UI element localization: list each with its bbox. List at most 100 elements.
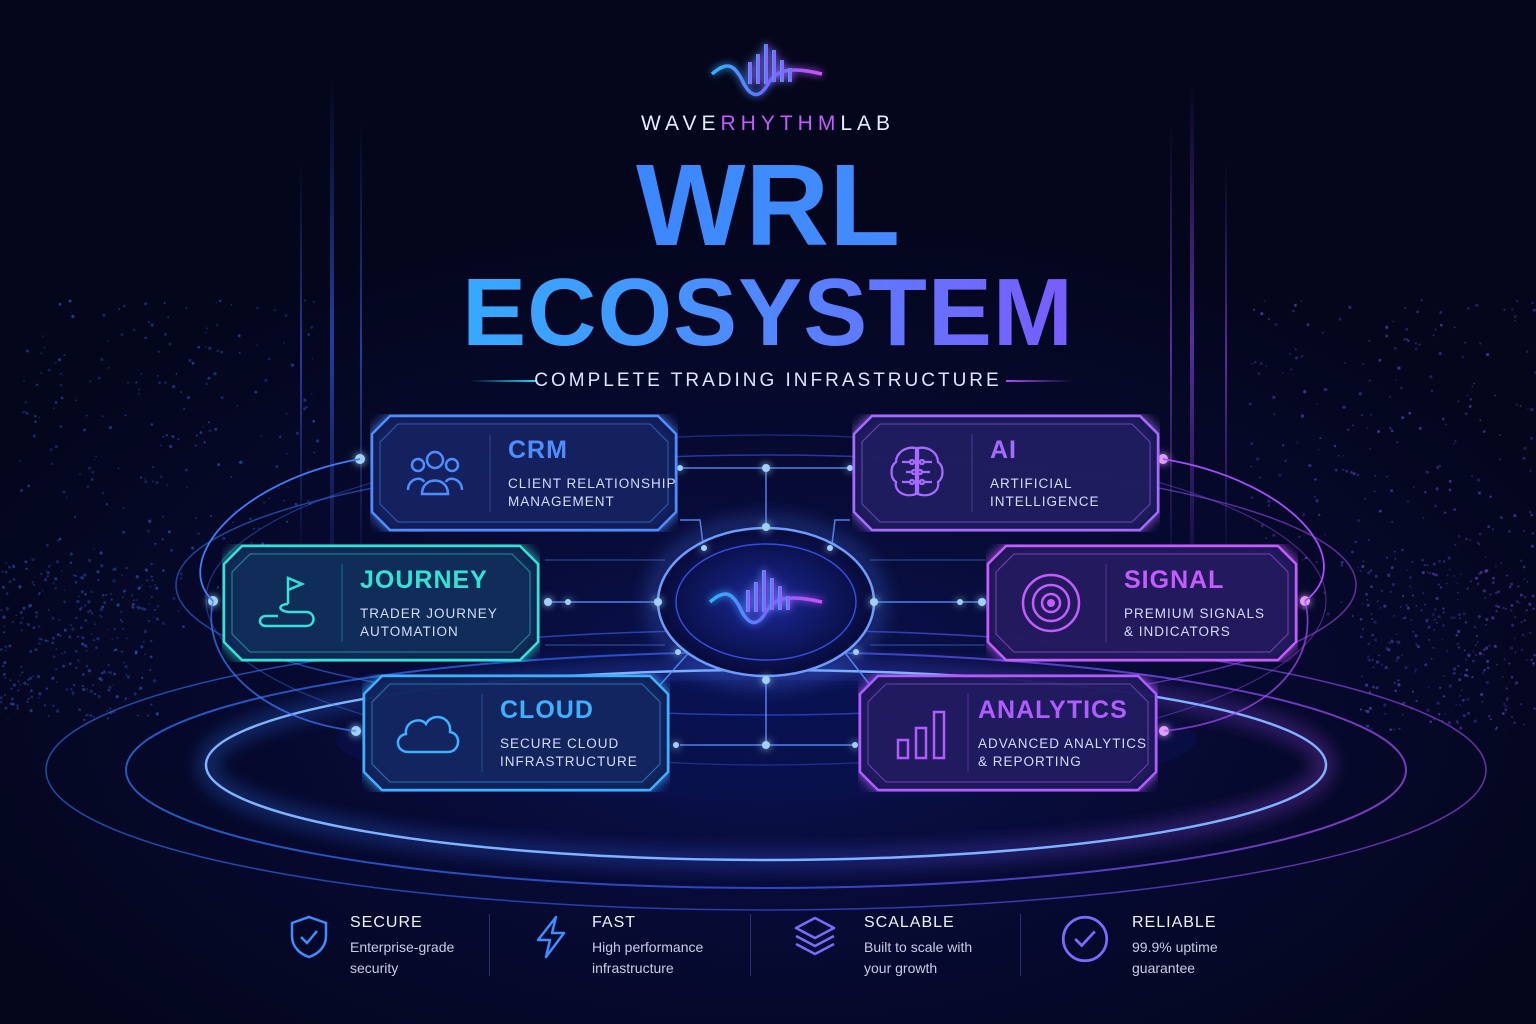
map-dot xyxy=(1515,299,1519,302)
divider-right xyxy=(1006,380,1072,382)
map-dot xyxy=(155,586,159,590)
map-dot xyxy=(44,578,47,582)
map-dot xyxy=(263,501,266,504)
map-dot xyxy=(1379,606,1382,609)
map-dot xyxy=(1411,690,1415,693)
outer-arcs xyxy=(199,458,1325,732)
map-dot xyxy=(27,678,30,681)
map-dot xyxy=(141,676,144,680)
map-dot xyxy=(1337,454,1340,457)
map-dot xyxy=(1397,366,1401,370)
light-beam xyxy=(330,80,334,600)
map-dot xyxy=(1388,641,1391,644)
map-dot xyxy=(52,582,55,584)
map-dot xyxy=(179,577,183,580)
map-dot xyxy=(169,444,173,449)
map-dot xyxy=(68,635,72,639)
map-dot xyxy=(185,306,188,310)
map-dot xyxy=(1295,356,1299,360)
map-dot xyxy=(277,486,280,489)
map-dot xyxy=(1436,465,1440,470)
map-dot xyxy=(1315,499,1319,503)
map-dot xyxy=(38,692,42,696)
map-dot xyxy=(1340,601,1343,604)
map-dot xyxy=(207,376,211,380)
map-dot xyxy=(31,675,35,678)
map-dot xyxy=(1472,650,1475,653)
map-dot xyxy=(184,468,188,472)
map-dot xyxy=(157,350,161,353)
subtitle: COMPLETE TRADING INFRASTRUCTURE xyxy=(534,370,1002,391)
map-dot xyxy=(105,503,109,506)
map-dot xyxy=(1482,589,1487,593)
map-dot xyxy=(33,584,36,586)
map-dot xyxy=(1525,350,1529,353)
map-dot xyxy=(1354,540,1357,544)
module-card-signal[interactable]: SIGNAL PREMIUM SIGNALS & INDICATORS xyxy=(986,544,1298,662)
map-dot xyxy=(1533,707,1536,711)
map-dot xyxy=(1378,509,1382,513)
map-dot xyxy=(1393,728,1396,731)
map-dot xyxy=(290,363,294,367)
map-dot xyxy=(59,372,63,376)
map-dot xyxy=(58,537,62,541)
map-dot xyxy=(113,649,115,652)
map-dot xyxy=(135,575,139,579)
module-card-analytics[interactable]: ANALYTICS ADVANCED ANALYTICS & REPORTING xyxy=(858,674,1166,792)
map-dot xyxy=(1366,709,1370,714)
module-card-ai[interactable]: AI ARTIFICIAL INTELLIGENCE xyxy=(852,414,1160,532)
map-dot xyxy=(155,586,159,590)
map-dot xyxy=(1442,607,1445,610)
map-dot xyxy=(1519,559,1523,563)
map-dot xyxy=(28,604,32,608)
map-dot xyxy=(74,649,78,653)
map-dot xyxy=(21,671,24,674)
map-dot xyxy=(1525,608,1528,612)
map-dot xyxy=(1432,562,1436,566)
map-dot xyxy=(72,693,74,696)
map-dot xyxy=(150,323,154,327)
map-dot xyxy=(60,396,64,400)
map-dot xyxy=(1474,654,1477,657)
map-dot xyxy=(124,665,128,669)
map-dot xyxy=(1369,569,1373,572)
map-dot xyxy=(1522,565,1526,569)
map-dot xyxy=(313,451,316,454)
map-dot xyxy=(99,551,103,555)
map-dot xyxy=(230,303,233,306)
map-dot xyxy=(96,637,100,641)
map-dot xyxy=(31,580,35,584)
map-dot xyxy=(1315,403,1318,406)
bar-chart-icon xyxy=(896,710,946,760)
map-dot xyxy=(1531,301,1534,305)
map-dot xyxy=(264,378,268,382)
module-card-journey[interactable]: JOURNEY TRADER JOURNEY AUTOMATION xyxy=(222,544,540,662)
map-dot xyxy=(138,388,141,391)
map-dot xyxy=(1431,613,1435,617)
map-dot xyxy=(161,538,164,541)
map-dot xyxy=(205,331,207,334)
map-dot xyxy=(83,573,87,577)
map-dot xyxy=(1359,617,1363,621)
map-dot xyxy=(29,649,33,653)
map-dot xyxy=(1513,315,1517,318)
feature-description: 99.9% uptime guarantee xyxy=(1132,939,1218,976)
map-dot xyxy=(108,425,113,430)
module-card-cloud[interactable]: CLOUD SECURE CLOUD INFRASTRUCTURE xyxy=(362,674,670,792)
map-dot xyxy=(216,462,221,467)
map-dot xyxy=(112,684,115,686)
map-dot xyxy=(1395,659,1399,662)
map-dot xyxy=(1302,514,1305,517)
lightning-icon xyxy=(536,915,566,959)
map-dot xyxy=(1488,644,1491,647)
map-dot xyxy=(172,385,176,389)
map-dot xyxy=(5,649,7,652)
map-dot xyxy=(100,564,104,568)
module-card-crm[interactable]: CRM CLIENT RELATIONSHIP MANAGEMENT xyxy=(370,414,678,532)
hub-logo-icon xyxy=(708,570,823,625)
map-dot xyxy=(100,678,104,682)
map-dot xyxy=(1391,582,1396,587)
map-dot xyxy=(1469,398,1473,401)
map-dot xyxy=(113,672,117,676)
map-dot xyxy=(1389,427,1392,430)
